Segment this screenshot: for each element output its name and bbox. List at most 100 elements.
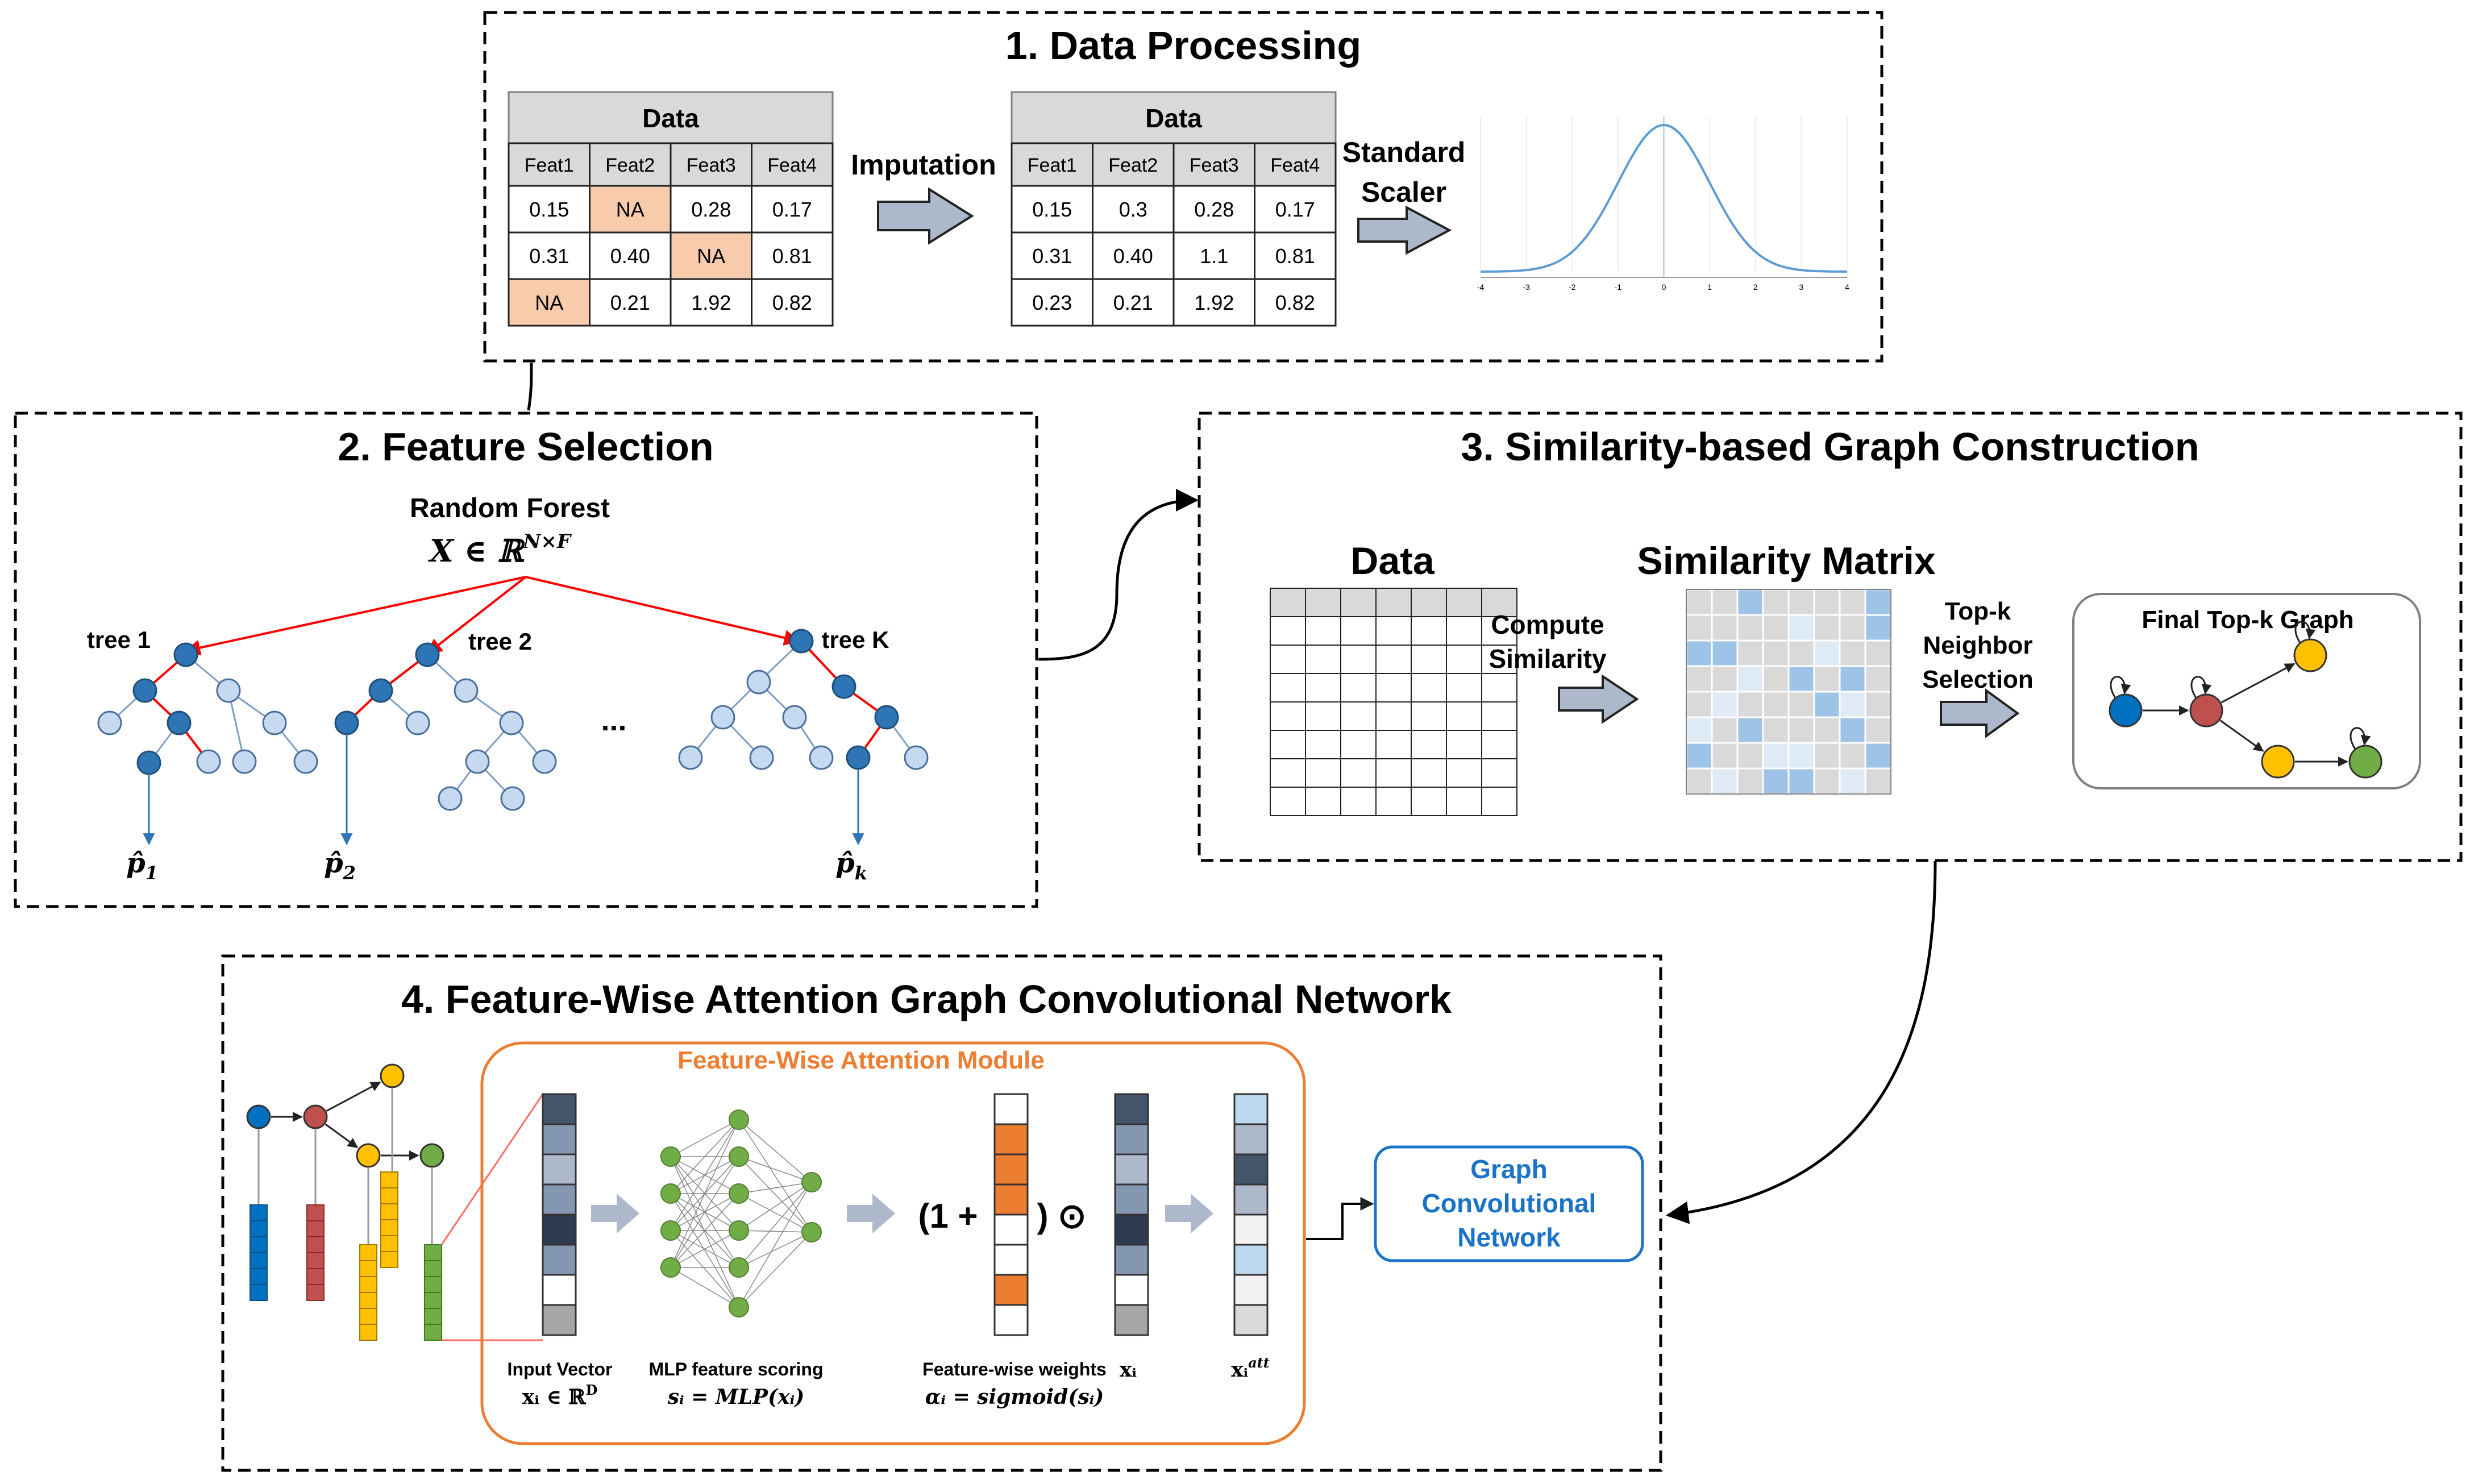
feature-vector-cell: [250, 1284, 268, 1301]
graph-self-loop: [2110, 676, 2131, 699]
tree-node: [196, 749, 221, 774]
data-grid-cell: [1305, 730, 1341, 759]
similarity-cell: [1839, 716, 1866, 744]
imputation-arrow-icon: [877, 187, 974, 245]
compute-label-1: Compute: [1491, 610, 1604, 639]
mlp-edge: [738, 1182, 812, 1268]
input-graph-node: [356, 1143, 381, 1168]
data-grid-cell: [1270, 701, 1306, 731]
data-grid-cell: [1446, 588, 1482, 617]
tree-node: [678, 745, 703, 770]
table-cell: [1254, 278, 1337, 327]
table-caption: Data: [1145, 103, 1202, 133]
similarity-cell: [1685, 691, 1713, 718]
data-grid-cell: [1340, 701, 1377, 731]
attention-module-label: Feature-Wise Attention Module: [677, 1046, 1045, 1074]
table-cell-text: 0.81: [1275, 244, 1315, 268]
feature-vector-cell: [424, 1244, 442, 1261]
table-cell-text: 0.21: [610, 291, 650, 314]
section2-frame: [14, 411, 1038, 908]
feature-vector-cell: [359, 1292, 377, 1309]
gauss-tick-label: -1: [1615, 282, 1622, 292]
data-grid-cell: [1305, 616, 1341, 646]
mlp-edge: [670, 1230, 739, 1268]
similarity-cell: [1787, 716, 1815, 744]
data-grid-cell: [1270, 645, 1306, 674]
similarity-cell: [1685, 716, 1713, 744]
data-grid-cell: [1411, 616, 1447, 646]
section-graph-construction: 3. Similarity-based Graph Construction D…: [1198, 411, 2463, 862]
similarity-cell: [1813, 588, 1841, 616]
tree-node: [232, 749, 257, 774]
input-vector-cell: [542, 1093, 577, 1125]
table-cell-text: 0.81: [772, 244, 812, 268]
similarity-cell: [1864, 665, 1892, 693]
input-graph-node: [303, 1104, 328, 1129]
mlp-edge: [670, 1156, 739, 1268]
tree-node: [500, 786, 525, 811]
feature-vector-cell: [306, 1284, 325, 1301]
table-header-cell: [670, 142, 752, 187]
mlp-neuron: [801, 1172, 822, 1192]
section1-frame: [483, 11, 1883, 363]
similarity-matrix-grid: [1685, 588, 1892, 795]
graph-node: [2109, 693, 2143, 728]
similarity-cell: [1839, 665, 1866, 693]
mlp-edge: [738, 1119, 812, 1183]
data-grid-cell: [1375, 758, 1412, 788]
data-grid-cell: [1411, 645, 1447, 674]
gcn-label-2: Convolutional: [1422, 1188, 1596, 1218]
tree-node-active: [846, 745, 871, 770]
similarity-cell: [1762, 639, 1790, 667]
mlp-edge: [670, 1119, 739, 1231]
weight-vector-cell: [993, 1244, 1029, 1276]
data-grid-cell: [1411, 730, 1447, 759]
mlp-neuron: [729, 1297, 749, 1317]
table-cell-text: 0.15: [1032, 198, 1072, 221]
flow-arrow-icon: [591, 1194, 639, 1233]
table-cell: [1254, 231, 1337, 280]
tree-node-active: [831, 674, 856, 699]
similarity-cell: [1711, 742, 1739, 770]
table-header-text: Feat4: [767, 155, 817, 176]
tree-node: [438, 786, 463, 811]
mlp-neuron: [660, 1146, 681, 1167]
feature-vector-cell: [306, 1236, 325, 1253]
tree-ellipsis: ...: [601, 703, 626, 737]
data-grid-cell: [1411, 673, 1447, 702]
attention-module-frame: [480, 1041, 1306, 1445]
input-vector-math: xᵢ ∈ ℝD: [522, 1382, 598, 1409]
gauss-tick-label: 4: [1845, 282, 1849, 292]
graph-node: [2293, 638, 2327, 672]
similarity-cell: [1864, 614, 1892, 642]
feature-vector-cell: [380, 1171, 398, 1188]
feature-vector-cell: [359, 1324, 377, 1341]
table-cell-text: 0.21: [1113, 291, 1153, 314]
similarity-cell: [1736, 588, 1764, 616]
forest-root-link: [426, 576, 527, 655]
similarity-cell: [1839, 614, 1866, 642]
mlp-neuron: [660, 1257, 681, 1278]
gauss-tick-label: 2: [1753, 282, 1758, 292]
table-header-text: Feat4: [1270, 155, 1320, 176]
xatt-label: xᵢatt: [1231, 1354, 1270, 1382]
data-grid: [1270, 588, 1517, 816]
table-cell-text: NA: [697, 244, 725, 268]
similarity-cell: [1762, 614, 1790, 642]
flow-arrow-icon: [1165, 1194, 1213, 1233]
feature-vector-cell: [250, 1236, 268, 1253]
table-cell: [508, 185, 591, 234]
data-grid-cell: [1446, 701, 1482, 731]
gcn-box: [1374, 1145, 1644, 1262]
forest-root-link: [525, 576, 800, 646]
data-grid-cell: [1446, 787, 1482, 816]
x-vector-cell: [1114, 1304, 1149, 1336]
table-cell-text: 0.15: [529, 198, 569, 221]
similarity-cell: [1685, 742, 1713, 770]
data-grid-cell: [1411, 588, 1447, 617]
data-grid-cell: [1340, 645, 1377, 674]
table-cell-text: 0.31: [529, 244, 569, 268]
